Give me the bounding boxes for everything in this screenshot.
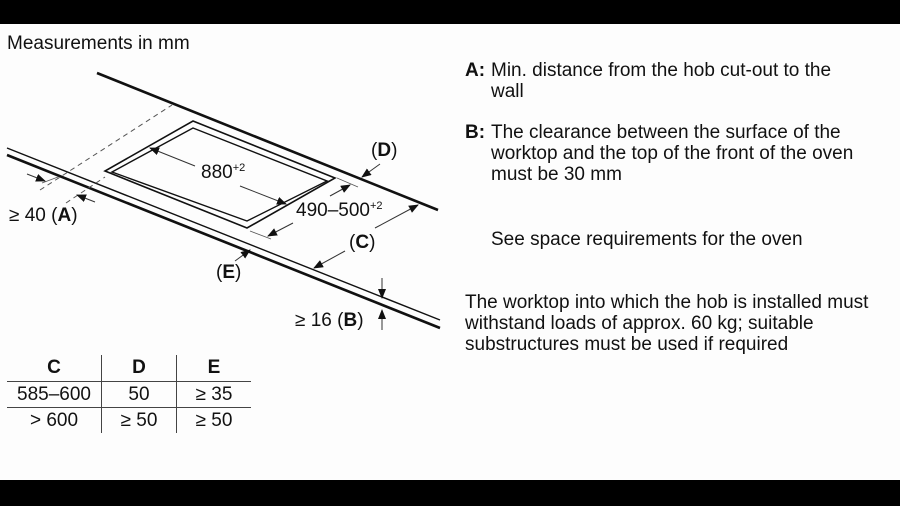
note-c: See space requirements for the oven <box>491 229 803 250</box>
label-cutout-width: 490–500+2 <box>296 200 383 221</box>
note-b: B: The clearance between the surface of … <box>465 122 856 185</box>
bottom-letterbox-bar <box>0 480 900 506</box>
dashed-projection-line <box>39 104 173 191</box>
table-cell: ≥ 50 <box>176 407 251 433</box>
note-load-text: The worktop into which the hob is instal… <box>465 292 869 355</box>
label-e: (E) <box>216 262 242 283</box>
table-row: > 600 ≥ 50 ≥ 50 <box>7 407 251 433</box>
note-c-text: See space requirements for the oven <box>491 229 803 250</box>
note-a: A: Min. distance from the hob cut-out to… <box>465 60 851 102</box>
top-letterbox-bar <box>0 0 900 24</box>
table-cell: > 600 <box>7 407 102 433</box>
label-cutout-length: 880+2 <box>201 162 246 183</box>
table-row: 585–600 50 ≥ 35 <box>7 381 251 408</box>
table-header-row: C D E <box>7 355 251 382</box>
hob-cutout-outer <box>103 120 337 229</box>
worktop-front-edge-bottom <box>6 153 441 330</box>
table-cell: ≥ 50 <box>101 407 177 433</box>
worktop-front-edge-top <box>6 147 441 321</box>
note-a-text: Min. distance from the hob cut-out to th… <box>491 60 832 102</box>
table-header-d: D <box>101 355 177 382</box>
clearance-table: C D E 585–600 50 ≥ 35 > 600 ≥ 50 ≥ 50 <box>7 355 251 433</box>
label-b: ≥ 16 (B) <box>295 310 364 331</box>
wall-edge-line <box>96 71 439 212</box>
label-a: ≥ 40 (A) <box>9 205 78 226</box>
table-cell: 50 <box>101 381 177 408</box>
note-b-text: The clearance between the surface of the… <box>491 122 854 185</box>
table-cell: ≥ 35 <box>176 381 251 408</box>
note-b-key: B: <box>465 122 486 143</box>
table-header-e: E <box>207 357 221 378</box>
hob-cutout-inner <box>110 127 329 222</box>
label-d: (D) <box>371 140 398 161</box>
note-load: The worktop into which the hob is instal… <box>465 292 870 355</box>
table-cell: 585–600 <box>7 381 102 408</box>
note-a-key: A: <box>465 60 486 81</box>
label-c: (C) <box>349 232 376 253</box>
table-header-c: C <box>47 357 61 378</box>
page-title: Measurements in mm <box>7 33 190 54</box>
